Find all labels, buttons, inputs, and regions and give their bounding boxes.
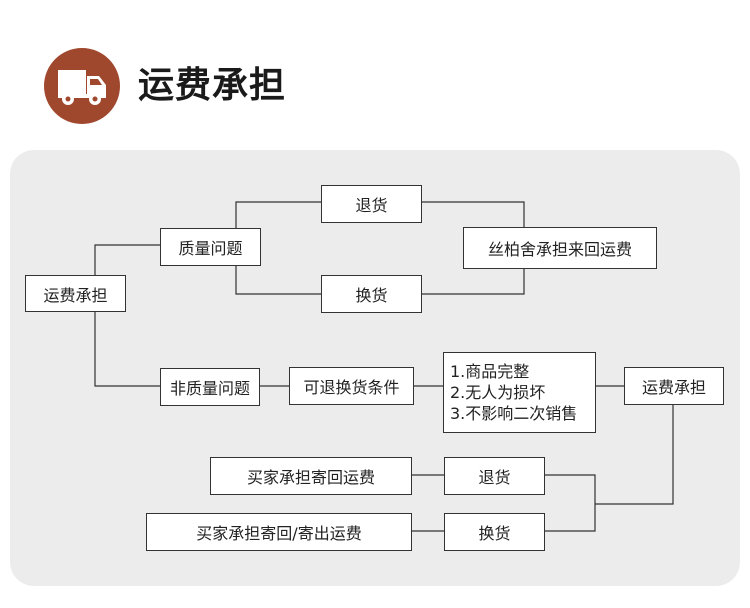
- node-non-quality-return: 退货: [444, 457, 545, 495]
- node-return-conditions: 可退换货条件: [289, 367, 414, 405]
- connector-quality-exchange: [235, 265, 321, 295]
- connector-root-quality: [94, 244, 160, 275]
- node-quality-return: 退货: [321, 185, 422, 223]
- connector-shipping-down: [595, 404, 674, 505]
- truck-badge: [44, 48, 120, 124]
- page-title: 运费承担: [138, 65, 287, 106]
- condition-item: 1.商品完整: [450, 362, 530, 381]
- node-root-shipping: 运费承担: [25, 275, 126, 312]
- node-non-quality-shipping: 运费承担: [624, 367, 724, 405]
- node-conditions-list: 1.商品完整 2.无人为损坏 3.不影响二次销售: [443, 352, 596, 433]
- connector-quality-return: [235, 201, 321, 228]
- node-non-quality-issue: 非质量问题: [160, 368, 260, 406]
- node-brand-pays: 丝柏舍承担来回运费: [463, 227, 657, 269]
- header: 运费承担: [0, 0, 750, 150]
- condition-item: 2.无人为损坏: [450, 383, 546, 402]
- node-buyer-pays-exchange: 买家承担寄回/寄出运费: [146, 513, 412, 551]
- node-quality-issue: 质量问题: [160, 228, 261, 266]
- node-buyer-pays-return: 买家承担寄回运费: [210, 457, 412, 495]
- node-quality-exchange: 换货: [321, 275, 422, 313]
- connector-nq-return: [544, 474, 596, 532]
- condition-item: 3.不影响二次销售: [450, 404, 578, 423]
- node-non-quality-exchange: 换货: [444, 513, 545, 551]
- connector-exchange-brand: [421, 268, 525, 295]
- connector-return-brand: [421, 201, 525, 227]
- truck-icon: [44, 48, 120, 124]
- connector-root-nonquality: [94, 311, 160, 387]
